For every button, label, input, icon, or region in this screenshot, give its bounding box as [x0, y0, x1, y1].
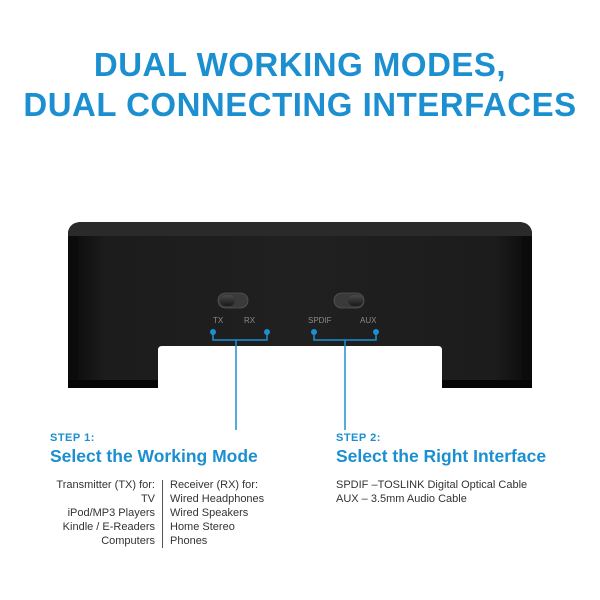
interface-list: SPDIF –TOSLINK Digital Optical Cable AUX…	[336, 478, 527, 506]
interface-switch[interactable]	[333, 292, 365, 309]
transmitter-item: iPod/MP3 Players	[67, 507, 155, 519]
column-divider	[162, 480, 163, 548]
step2-title: Select the Right Interface	[336, 446, 547, 466]
step2-label: STEP 2:	[336, 432, 381, 444]
receiver-item: Wired Headphones	[170, 493, 265, 505]
step1-title: Select the Working Mode	[50, 446, 258, 466]
aux-marker-dot	[373, 329, 379, 335]
spdif-marker-dot	[311, 329, 317, 335]
mode-switch[interactable]	[217, 292, 249, 309]
receiver-list: Receiver (RX) for: Wired Headphones Wire…	[170, 478, 264, 548]
receiver-item: Home Stereo	[170, 521, 235, 533]
switch-label-rx: RX	[244, 316, 256, 325]
receiver-item: Phones	[170, 535, 208, 547]
transmitter-item: Computers	[101, 535, 155, 547]
transmitter-list: Transmitter (TX) for: TV iPod/MP3 Player…	[56, 478, 155, 548]
headline-line-1: DUAL WORKING MODES,	[93, 46, 507, 83]
switch-label-spdif: SPDIF	[308, 316, 332, 325]
transmitter-header: Transmitter (TX) for:	[56, 479, 155, 491]
step1-label: STEP 1:	[50, 432, 95, 444]
switch-label-aux: AUX	[360, 316, 377, 325]
interface-line: SPDIF –TOSLINK Digital Optical Cable	[336, 479, 528, 491]
receiver-header: Receiver (RX) for:	[170, 479, 259, 491]
headline-line-2: DUAL CONNECTING INTERFACES	[23, 86, 577, 123]
switch-label-tx: TX	[213, 316, 224, 325]
tx-marker-dot	[210, 329, 216, 335]
mode-callout	[212, 332, 268, 430]
rx-marker-dot	[264, 329, 270, 335]
transmitter-item: TV	[140, 493, 155, 505]
interface-callout	[313, 332, 377, 430]
receiver-item: Wired Speakers	[170, 507, 249, 519]
transmitter-item: Kindle / E-Readers	[62, 521, 155, 533]
interface-line: AUX – 3.5mm Audio Cable	[336, 493, 467, 505]
device-body	[68, 222, 532, 388]
